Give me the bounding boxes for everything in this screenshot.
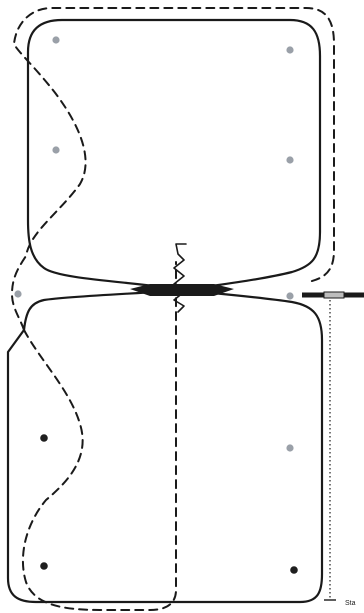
dashed-route-outer [11, 7, 335, 331]
dashed-route-lower [22, 261, 177, 611]
lower-loop-outline [6, 288, 324, 604]
marker-lower-mid-right [286, 444, 294, 452]
marker-lower-bottom-right [290, 566, 298, 574]
marker-upper-top-left [52, 36, 60, 44]
crossing-bar-taper-right [214, 284, 234, 296]
marker-upper-mid-right [286, 156, 294, 164]
upper-loop-outline [26, 18, 322, 292]
start-gate-box [323, 291, 345, 299]
start-label: Sta [345, 600, 356, 607]
marker-center-right [286, 292, 294, 300]
crossing-bar-taper-left [130, 284, 150, 296]
marker-upper-mid-left [52, 146, 60, 154]
marker-center-left [14, 290, 22, 298]
zigzag-marker [173, 243, 187, 313]
marker-lower-mid-left [40, 434, 48, 442]
marker-lower-bottom-left [40, 562, 48, 570]
marker-upper-top-right [286, 46, 294, 54]
marker-group [14, 36, 298, 574]
